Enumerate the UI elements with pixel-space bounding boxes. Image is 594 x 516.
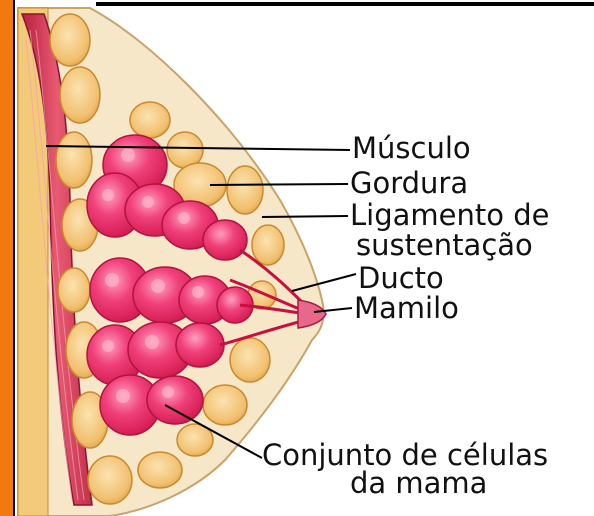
label-conjunto-line2: da mama <box>350 468 487 498</box>
label-ligamento-line1: Ligamento de <box>350 200 549 230</box>
label-ligamento-line2: sustentação <box>356 230 533 260</box>
leader-ligamento <box>262 216 348 217</box>
label-musculo: Músculo <box>352 133 471 163</box>
orange-side-bar <box>0 0 14 516</box>
label-mamilo: Mamilo <box>354 293 459 323</box>
label-gordura: Gordura <box>350 168 468 198</box>
leader-gordura <box>210 184 348 185</box>
label-ducto: Ducto <box>358 263 444 293</box>
